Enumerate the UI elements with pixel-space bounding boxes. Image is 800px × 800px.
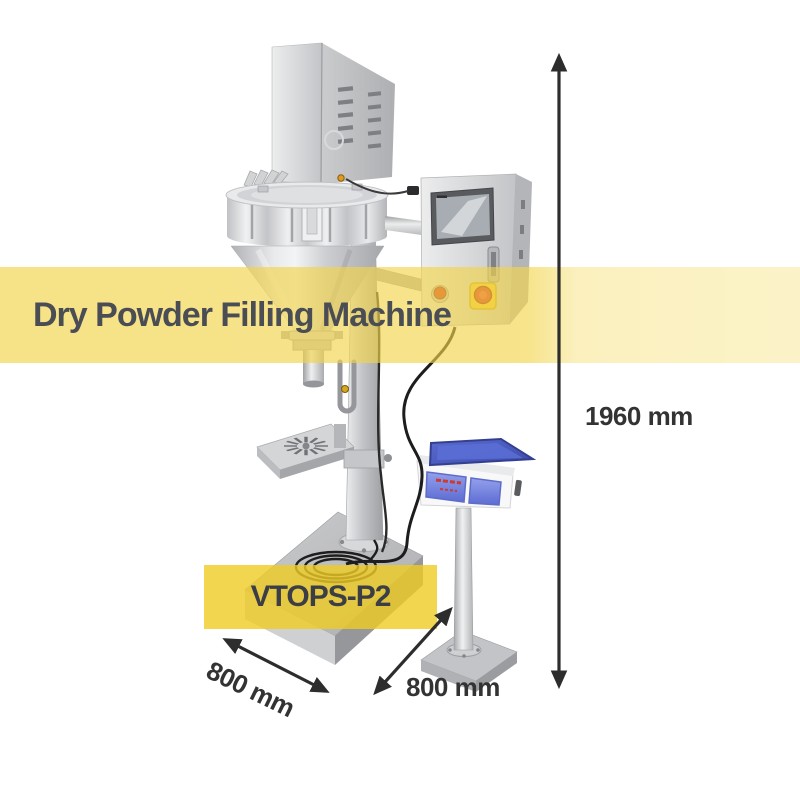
scale-signal-cable xyxy=(345,326,457,566)
stand-width-dimension-label: 800 mm xyxy=(406,672,500,702)
cable-gland xyxy=(407,186,419,195)
banner-title: Dry Powder Filling Machine xyxy=(33,295,452,334)
stand-width-dimension-arrow xyxy=(373,606,453,696)
base-depth-dimension-arrow xyxy=(222,638,330,693)
model-badge-label: VTOPS-P2 xyxy=(250,580,392,613)
hopper-guard-ring xyxy=(225,174,389,247)
height-dimension-label: 1960 mm xyxy=(585,401,693,431)
star-wheel-fins xyxy=(243,169,289,188)
tray-vent-fan xyxy=(284,436,328,456)
cabinet-badge xyxy=(324,130,344,150)
scale-keypad-panel xyxy=(468,477,502,506)
scale-display-panel xyxy=(425,471,467,503)
model-badge: VTOPS-P2 xyxy=(204,565,437,629)
ring-sensor xyxy=(337,174,345,182)
electrical-cabinet xyxy=(271,42,395,185)
touchscreen xyxy=(430,187,495,246)
height-adjust-handle xyxy=(337,359,357,414)
container-tray xyxy=(256,423,392,479)
sensor-cable xyxy=(345,178,409,195)
column-sensor xyxy=(341,385,349,393)
title-banner: Dry Powder Filling Machine xyxy=(0,267,800,363)
